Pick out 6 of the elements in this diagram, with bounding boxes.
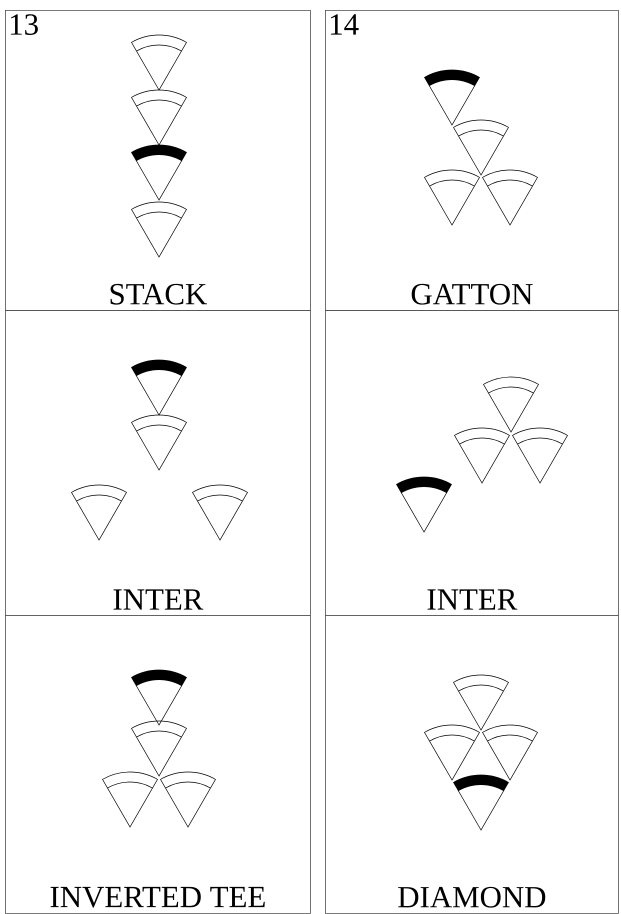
panel: INTER [325,310,619,616]
panel: INTER [5,310,311,616]
panel: GATTON 14 [325,10,619,311]
panel: DIAMOND [325,615,619,914]
panel: INVERTED TEE [5,615,311,914]
panel: STACK 13 [5,10,311,311]
